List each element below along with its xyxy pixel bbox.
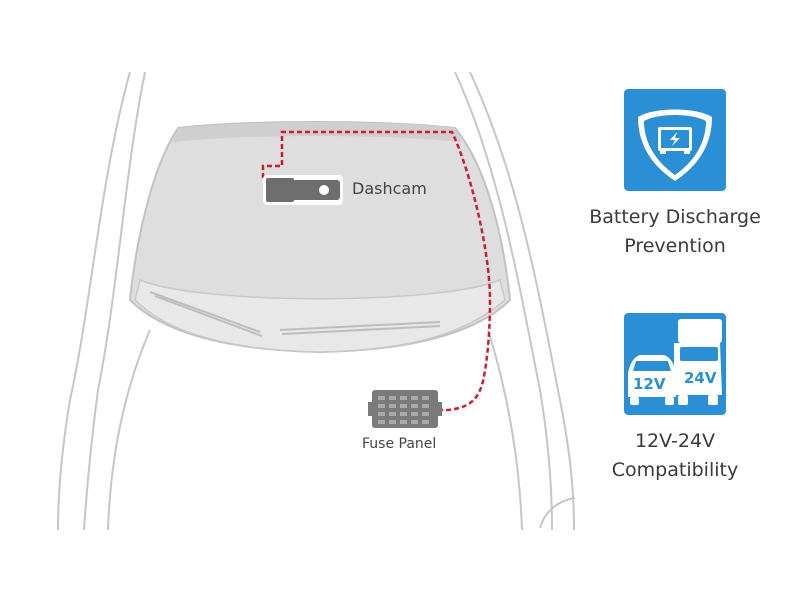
car-right-inner xyxy=(454,71,553,531)
voltage-tag-12v: 12V xyxy=(633,375,666,393)
feature-battery-discharge: Battery Discharge Prevention xyxy=(555,203,795,261)
feature-title-line1: Battery Discharge xyxy=(589,206,761,228)
hood-line-right xyxy=(487,329,523,531)
feature-title-line1: 12V-24V xyxy=(634,430,716,452)
feature-title-line2: Compatibility xyxy=(611,459,739,481)
feature-title-line2: Prevention xyxy=(624,235,726,257)
voltage-tag-24v: 24V xyxy=(684,369,717,387)
wheel-arch-right xyxy=(539,497,576,529)
car-right-side xyxy=(469,71,575,531)
dashcam-label: Dashcam xyxy=(352,179,427,198)
car-left-side xyxy=(57,71,131,531)
hood-line-left xyxy=(107,329,151,531)
battery-shield-icon xyxy=(624,89,726,191)
wipers xyxy=(149,291,441,337)
power-cable-route xyxy=(261,130,492,412)
car-body xyxy=(57,71,576,531)
dashcam-device xyxy=(263,175,343,205)
fuse-panel-label: Fuse Panel xyxy=(362,436,437,452)
fuse-panel-device xyxy=(368,390,442,428)
windshield-lower-band xyxy=(134,278,506,353)
car-left-inner xyxy=(83,71,146,531)
vehicle-voltage-icon: 12V 24V xyxy=(624,313,726,415)
feature-voltage-compatibility: 12V-24V Compatibility xyxy=(555,427,795,485)
